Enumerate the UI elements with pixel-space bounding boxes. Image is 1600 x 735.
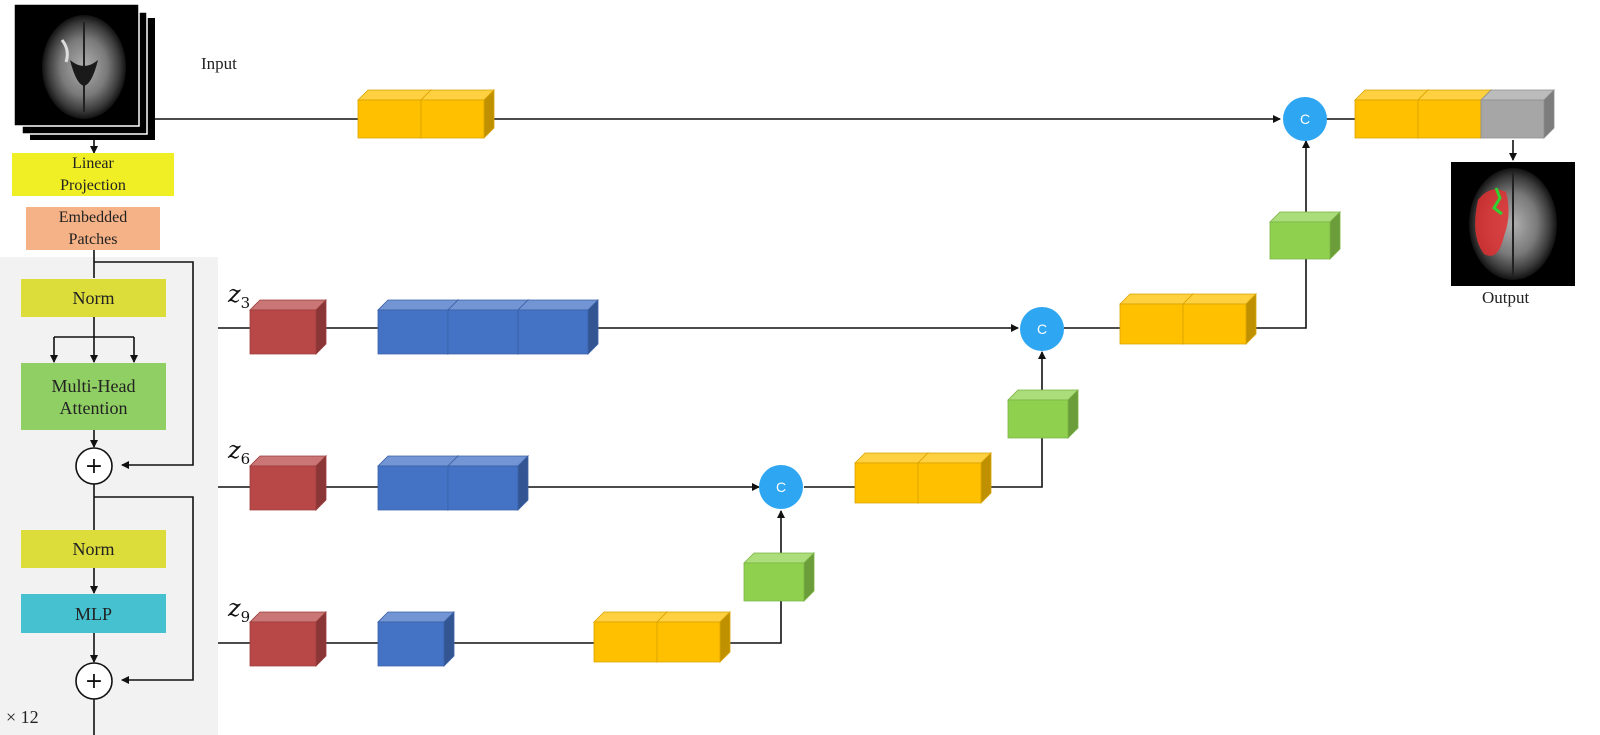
feature-blocks (249, 89, 1555, 667)
norm-block-1: Norm (21, 279, 166, 317)
input-mri-image (13, 3, 155, 140)
mlp-block: MLP (21, 594, 166, 633)
repeat-count-label: × 12 (6, 707, 39, 727)
multi-head-attention-block: Multi-Head Attention (21, 363, 166, 430)
concat-node-2: C (1020, 307, 1064, 351)
flow-connectors (155, 115, 1517, 644)
add-node-2: + (75, 662, 113, 700)
blue-block (447, 455, 529, 511)
add-node-1: + (75, 447, 113, 485)
output-segmentation-image (1451, 162, 1575, 286)
concat-symbol: C (1300, 111, 1310, 127)
operator-nodes: C C C + + (75, 97, 1327, 700)
add-symbol: + (85, 454, 103, 479)
yellow-block (656, 611, 731, 663)
red-block-z9 (249, 611, 327, 667)
yellow-block (1119, 293, 1194, 345)
green-upsample-block (1007, 389, 1079, 439)
yellow-block (1182, 293, 1257, 345)
red-block-z6 (249, 455, 327, 511)
red-block-z3 (249, 299, 327, 355)
blue-block (377, 299, 459, 355)
green-upsample-block (1269, 211, 1341, 260)
norm-block-2: Norm (21, 530, 166, 568)
blue-block (517, 299, 599, 355)
yellow-block (1354, 89, 1429, 139)
blue-block (377, 455, 459, 511)
skip-label-z9: z9 (228, 594, 251, 626)
yellow-block (420, 89, 495, 139)
gray-output-block (1480, 89, 1555, 139)
output-label: Output (1482, 288, 1530, 307)
blue-block (377, 611, 455, 667)
input-label: Input (201, 54, 237, 73)
yellow-block (1417, 89, 1492, 139)
linear-projection-block: Linear Projection (12, 153, 174, 196)
concat-symbol: C (776, 479, 786, 495)
blue-block (447, 299, 529, 355)
encoder-connectors (50, 140, 194, 735)
skip-label-z6: z6 (228, 436, 251, 468)
skip-label-z3: z3 (228, 280, 251, 312)
yellow-block (357, 89, 432, 139)
yellow-block (917, 452, 992, 504)
add-symbol: + (85, 669, 103, 694)
yellow-block (593, 611, 668, 663)
concat-node-1: C (1283, 97, 1327, 141)
concat-node-3: C (759, 465, 803, 509)
embedded-patches-block: Embedded Patches (26, 207, 160, 250)
concat-symbol: C (1037, 321, 1047, 337)
yellow-block (854, 452, 929, 504)
green-upsample-block (743, 552, 815, 602)
